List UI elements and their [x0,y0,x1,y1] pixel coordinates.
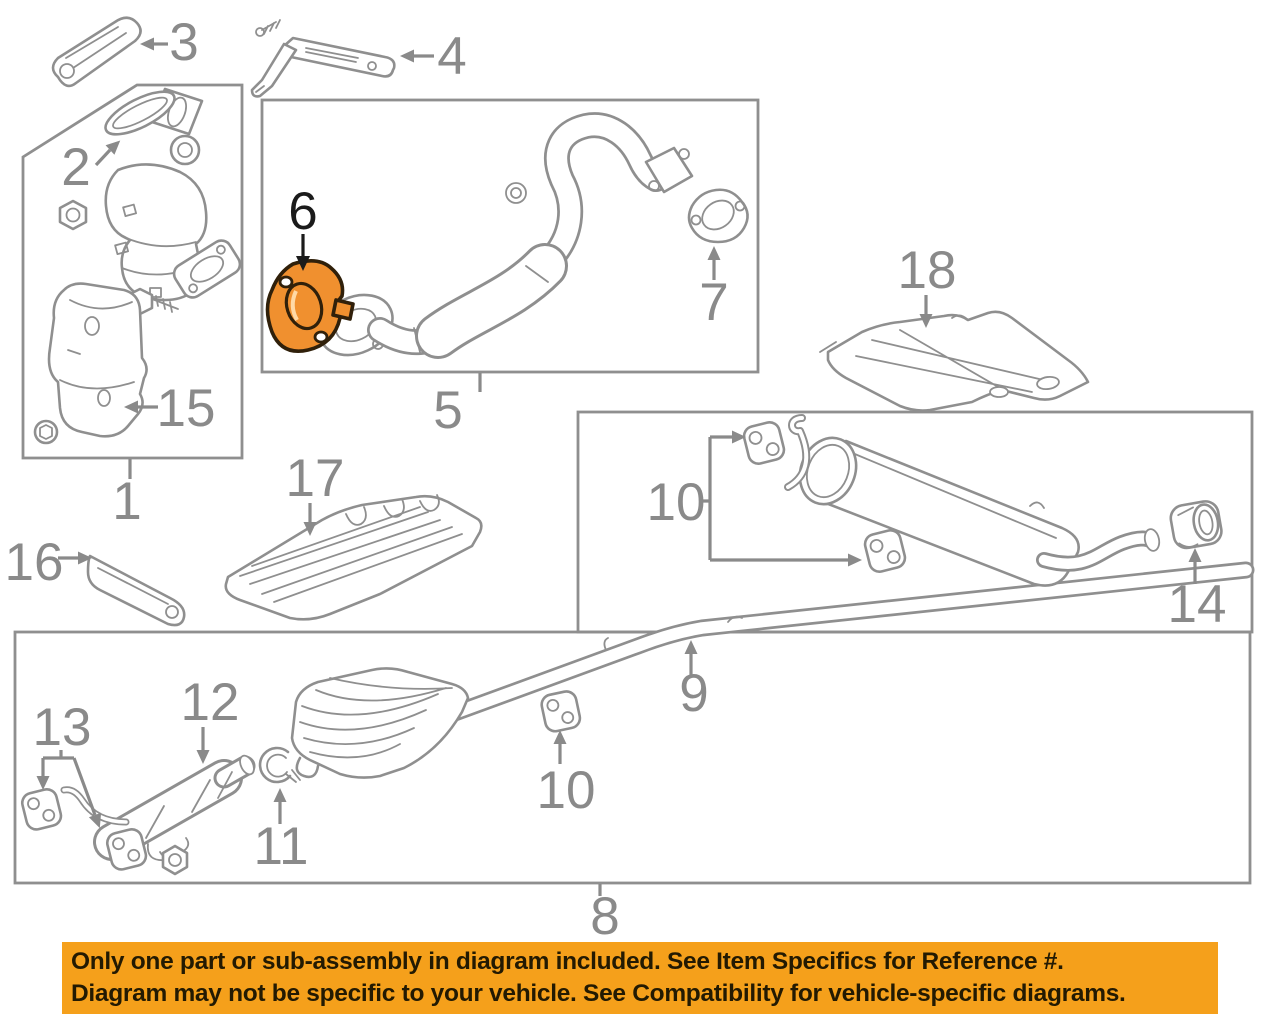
callout-12: 12 [181,673,240,732]
exhaust-tip [1169,500,1223,550]
hanger-10-bottom [540,690,582,733]
manifold-nut [58,199,88,231]
callout-17: 17 [286,449,345,508]
shield-bolt [33,419,59,445]
callout-7: 7 [699,273,728,332]
box-part8-group [13,630,1252,885]
exhaust-clamp [258,746,301,784]
callout-13: 13 [33,698,92,757]
bracket-16 [86,554,186,627]
clamp-3 [51,16,142,88]
flange-nut [161,844,189,876]
callout-11: 11 [253,817,308,876]
intermediate-pipe [443,561,1255,723]
floor-heat-shield-17 [224,494,483,621]
catalytic-converter-1 [104,87,242,302]
gasket-7 [687,188,749,244]
disclaimer-line-2: Diagram may not be specific to your vehi… [71,979,1126,1007]
callout-1: 1 [112,472,141,531]
callout-8: 8 [590,887,619,946]
bracket-4 [250,19,396,98]
callout-10a: 10 [647,473,706,532]
resonator-heat-shield [290,667,470,779]
box-part1-group [21,83,244,460]
heat-shield-15 [47,282,148,438]
callout-5: 5 [433,381,462,440]
callout-14: 14 [1168,575,1227,634]
box-part5-group [260,98,760,374]
front-pipe-assembly [318,112,694,359]
callout-6: 6 [288,182,317,241]
callout-10b: 10 [537,761,596,820]
callout-18: 18 [898,241,957,300]
hanger-13a [20,788,63,831]
muffler-assembly [784,414,1161,587]
hanger-13b [105,828,148,871]
callout-16: 16 [5,533,64,592]
disclaimer-banner: Only one part or sub-assembly in diagram… [62,942,1218,1014]
callout-2: 2 [61,138,90,197]
callout-15: 15 [157,379,216,438]
gasket-6-highlighted [265,259,355,353]
callout-4: 4 [437,27,466,86]
hanger-10a-lower [863,529,907,573]
callout-9: 9 [679,664,708,723]
hanger-10a-top [742,421,786,465]
callout-3: 3 [169,13,198,72]
skid-plate-18 [819,310,1090,412]
gasket-ring-2 [104,90,176,136]
disclaimer-line-1: Only one part or sub-assembly in diagram… [71,948,1064,975]
callouts-layer: 1 2 3 4 5 6 7 8 9 10 10 [5,13,1227,946]
